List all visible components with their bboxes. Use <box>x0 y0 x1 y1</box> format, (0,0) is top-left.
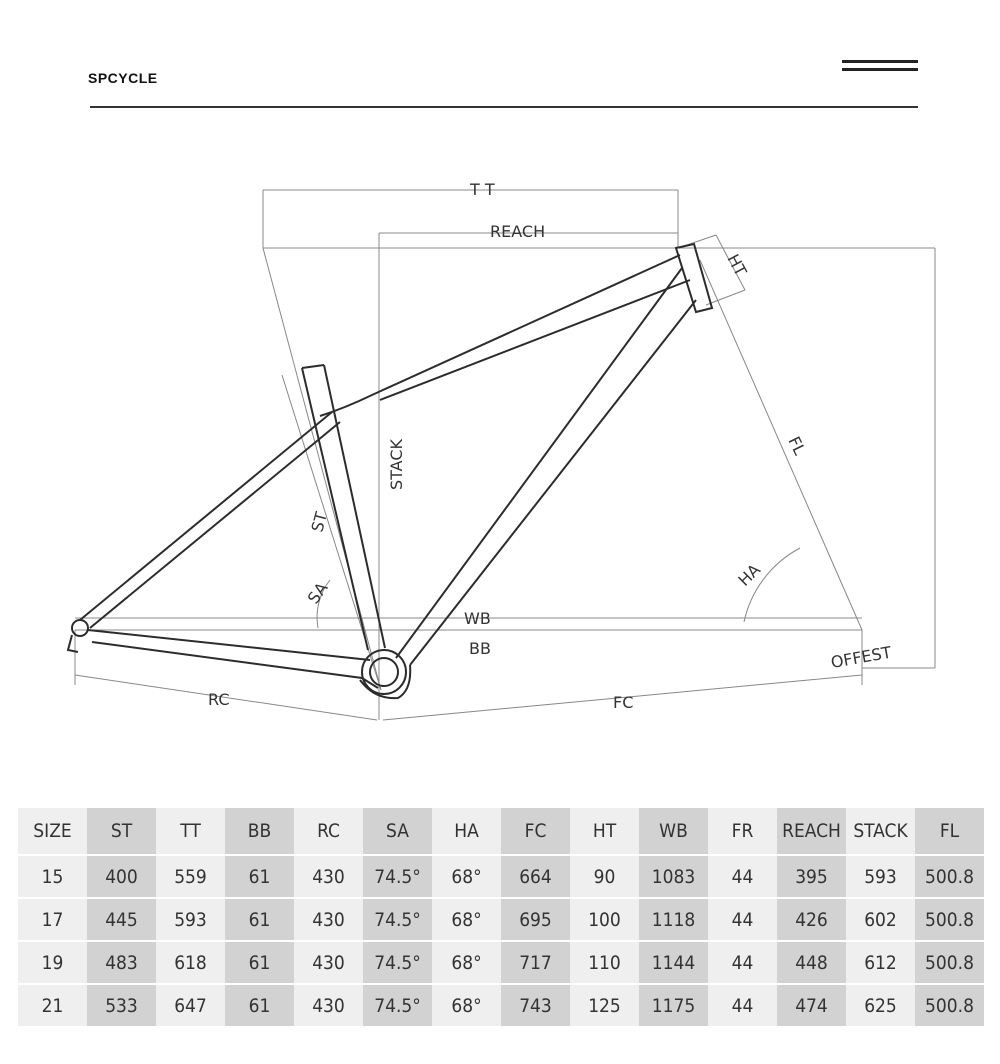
label-st: ST <box>308 510 332 534</box>
header-fc: FC <box>501 808 570 856</box>
table-cell: 74.5° <box>363 855 432 899</box>
table-cell: 426 <box>777 898 846 942</box>
table-cell: 44 <box>708 984 777 1028</box>
label-fl: FL <box>784 433 809 458</box>
header-ha: HA <box>432 808 501 856</box>
table-cell: 74.5° <box>363 941 432 985</box>
header-reach: REACH <box>777 808 846 856</box>
header-tt: TT <box>156 808 225 856</box>
menu-icon[interactable] <box>842 60 918 74</box>
table-cell: 61 <box>225 898 294 942</box>
table-cell: 400 <box>87 855 156 899</box>
header-divider <box>90 106 918 108</box>
table-cell: 533 <box>87 984 156 1028</box>
label-reach: REACH <box>490 222 545 241</box>
table-cell: 61 <box>225 855 294 899</box>
table-row: 21 533 647 61 430 74.5° 68° 743 125 1175… <box>18 984 984 1028</box>
table-cell: 68° <box>432 941 501 985</box>
header-wb: WB <box>639 808 708 856</box>
table-cell: 500.8 <box>915 898 984 942</box>
geometry-table: SIZE ST TT BB RC SA HA FC HT WB FR REACH… <box>18 808 984 1028</box>
label-tt: T T <box>469 180 495 199</box>
table-cell: 618 <box>156 941 225 985</box>
header-bb: BB <box>225 808 294 856</box>
table-cell: 430 <box>294 941 363 985</box>
label-bb: BB <box>469 639 491 658</box>
table-cell: 90 <box>570 855 639 899</box>
table-cell: 17 <box>18 898 87 942</box>
header-stack: STACK <box>846 808 915 856</box>
table-row: 15 400 559 61 430 74.5° 68° 664 90 1083 … <box>18 855 984 899</box>
table-cell: 19 <box>18 941 87 985</box>
table-cell: 593 <box>156 898 225 942</box>
header-ht: HT <box>570 808 639 856</box>
dimension-lines <box>74 189 936 721</box>
table-cell: 1144 <box>639 941 708 985</box>
table-cell: 445 <box>87 898 156 942</box>
table-cell: 743 <box>501 984 570 1028</box>
brand-logo: SPCYCLE <box>88 70 158 86</box>
label-ht: HT <box>723 251 750 279</box>
table-cell: 500.8 <box>915 984 984 1028</box>
table-cell: 695 <box>501 898 570 942</box>
frame-geometry-diagram: T T REACH HT STACK FL ST SA HA WB BB OFF… <box>66 180 936 721</box>
table-cell: 647 <box>156 984 225 1028</box>
table-cell: 625 <box>846 984 915 1028</box>
header-size: SIZE <box>18 808 87 856</box>
table-header-row: SIZE ST TT BB RC SA HA FC HT WB FR REACH… <box>18 808 984 856</box>
header-fr: FR <box>708 808 777 856</box>
table-row: 17 445 593 61 430 74.5° 68° 695 100 1118… <box>18 898 984 942</box>
table-cell: 430 <box>294 984 363 1028</box>
table-cell: 125 <box>570 984 639 1028</box>
table-cell: 21 <box>18 984 87 1028</box>
header-fl: FL <box>915 808 984 856</box>
table-cell: 395 <box>777 855 846 899</box>
table-cell: 430 <box>294 898 363 942</box>
table-cell: 559 <box>156 855 225 899</box>
header-st: ST <box>87 808 156 856</box>
table-cell: 593 <box>846 855 915 899</box>
label-rc: RC <box>208 690 230 709</box>
table-cell: 68° <box>432 984 501 1028</box>
header-rc: RC <box>294 808 363 856</box>
table-row: 19 483 618 61 430 74.5° 68° 717 110 1144… <box>18 941 984 985</box>
label-wb: WB <box>464 609 491 628</box>
table-cell: 74.5° <box>363 984 432 1028</box>
bike-frame <box>66 242 714 700</box>
label-stack: STACK <box>387 438 406 490</box>
table-cell: 1175 <box>639 984 708 1028</box>
table-cell: 717 <box>501 941 570 985</box>
table-cell: 664 <box>501 855 570 899</box>
header-sa: SA <box>363 808 432 856</box>
table-cell: 44 <box>708 898 777 942</box>
table-cell: 430 <box>294 855 363 899</box>
table-cell: 68° <box>432 898 501 942</box>
table-cell: 612 <box>846 941 915 985</box>
table-cell: 68° <box>432 855 501 899</box>
table-cell: 474 <box>777 984 846 1028</box>
table-cell: 15 <box>18 855 87 899</box>
table-cell: 500.8 <box>915 855 984 899</box>
table-cell: 1118 <box>639 898 708 942</box>
table-cell: 110 <box>570 941 639 985</box>
table-cell: 500.8 <box>915 941 984 985</box>
table-cell: 61 <box>225 984 294 1028</box>
table-cell: 44 <box>708 855 777 899</box>
table-cell: 100 <box>570 898 639 942</box>
table-cell: 61 <box>225 941 294 985</box>
table-cell: 1083 <box>639 855 708 899</box>
table-cell: 74.5° <box>363 898 432 942</box>
table-cell: 448 <box>777 941 846 985</box>
table-cell: 44 <box>708 941 777 985</box>
table-cell: 602 <box>846 898 915 942</box>
table-cell: 483 <box>87 941 156 985</box>
label-fc: FC <box>613 693 633 712</box>
